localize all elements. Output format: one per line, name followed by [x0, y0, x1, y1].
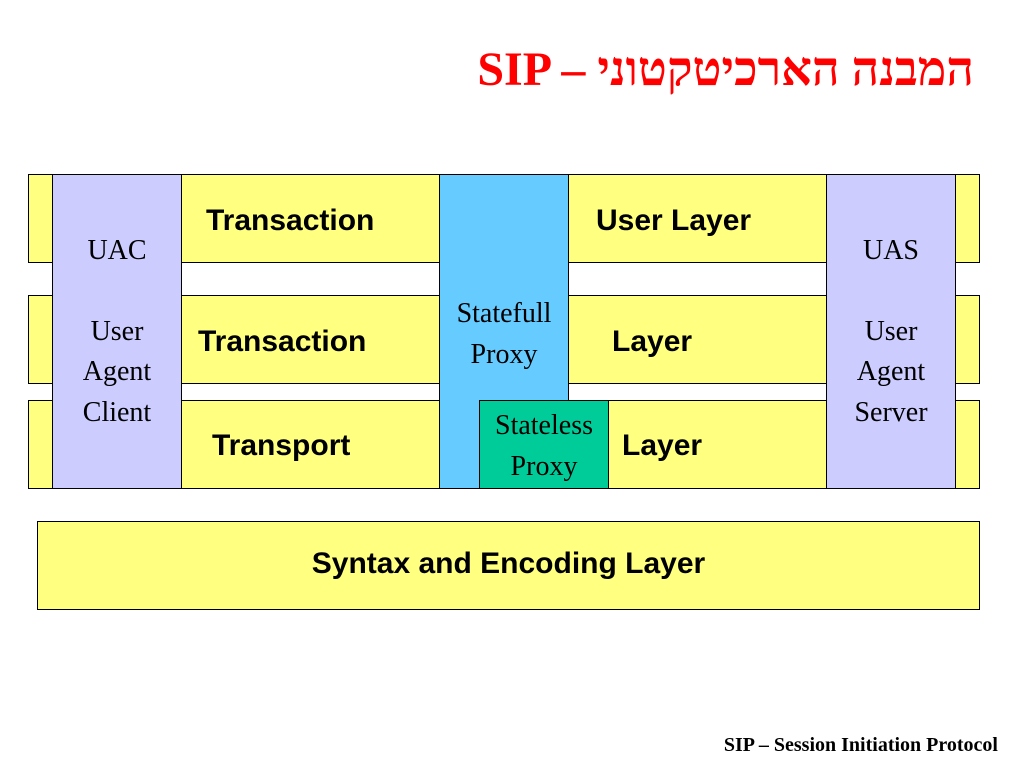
statefull-proxy-label: Statefull Proxy	[439, 294, 569, 375]
stateless-proxy-box	[479, 400, 609, 489]
row3-right-label: Layer	[622, 429, 703, 462]
uac-column	[52, 174, 182, 489]
uas-column	[826, 174, 956, 489]
row2-right-label: Layer	[612, 325, 693, 358]
stateless-proxy-line1: Stateless	[495, 410, 593, 441]
row1-left-label: Transaction	[206, 204, 375, 237]
slide-title: SIP – המבנה הארכיטקטוני	[477, 43, 974, 96]
uas-abbr: UAS	[862, 235, 919, 266]
row1-right-label: User Layer	[596, 204, 752, 237]
statefull-proxy-line2: Proxy	[470, 338, 538, 370]
stateless-proxy-label: Stateless Proxy	[479, 406, 609, 487]
uas-line1: User	[864, 315, 918, 347]
syntax-encoding-layer-box	[37, 521, 980, 610]
uas-line2: Agent	[856, 356, 926, 388]
row2-left-label: Transaction	[198, 325, 367, 358]
footer-caption: SIP – Session Initiation Protocol	[723, 734, 998, 756]
uac-label: UAC User Agent Client	[52, 231, 182, 433]
syntax-encoding-layer-label: Syntax and Encoding Layer	[311, 547, 706, 580]
uac-line1: User	[90, 315, 144, 347]
uac-abbr: UAC	[87, 235, 147, 266]
uas-label: UAS User Agent Server	[826, 231, 956, 433]
uac-line3: Client	[82, 396, 152, 428]
statefull-proxy-line1: Statefull	[456, 298, 552, 329]
uas-line3: Server	[854, 396, 928, 428]
row3-left-label: Transport	[212, 429, 351, 462]
uac-line2: Agent	[82, 356, 152, 388]
stateless-proxy-line2: Proxy	[510, 450, 578, 482]
